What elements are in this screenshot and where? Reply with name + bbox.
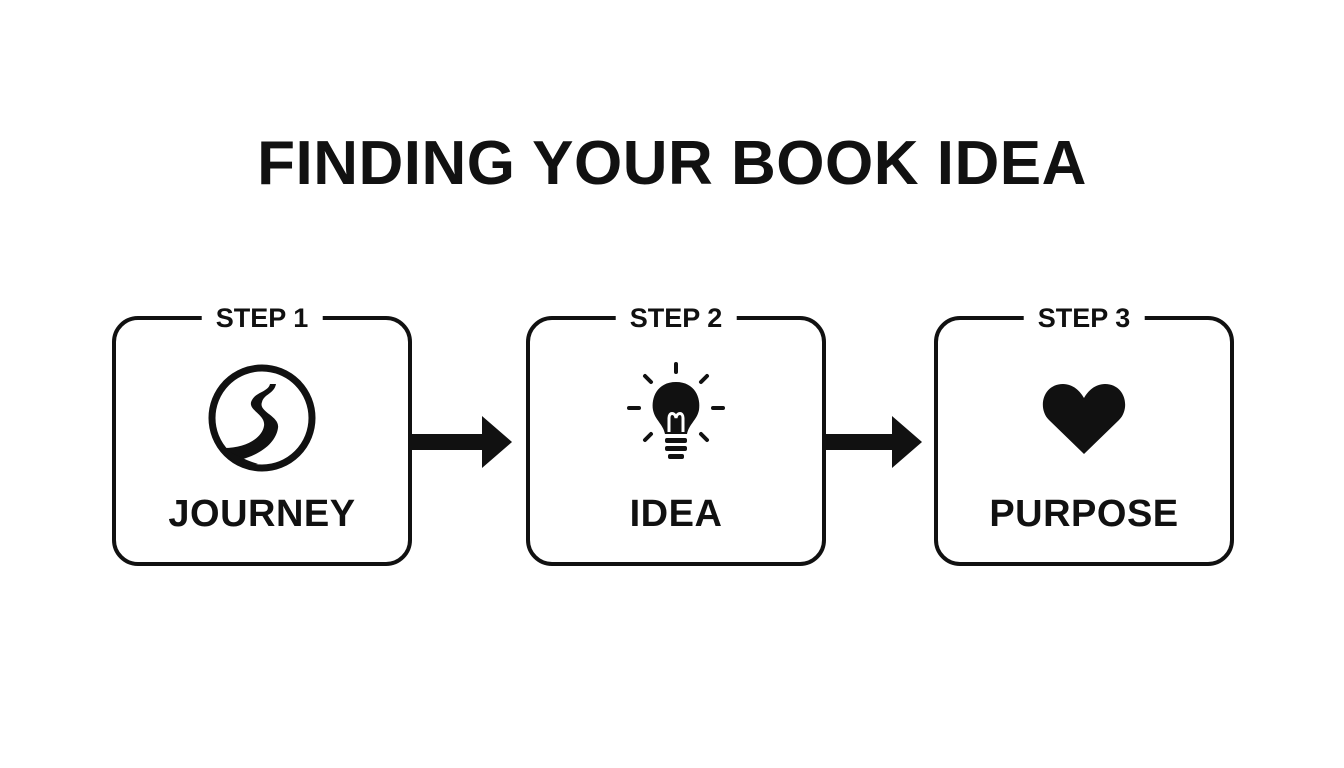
heart-icon — [1024, 358, 1144, 478]
step-3-label: PURPOSE — [989, 493, 1179, 535]
step-2-label: IDEA — [629, 493, 723, 535]
step-1-label: JOURNEY — [168, 493, 356, 535]
diagram-title: FINDING YOUR BOOK IDEA — [257, 129, 1087, 198]
step-1-tag: STEP 1 — [201, 301, 323, 335]
step-3-tag: STEP 3 — [1023, 301, 1145, 335]
lightbulb-icon — [616, 358, 736, 478]
step-1-box: STEP 1 JOURNEY — [112, 301, 412, 566]
arrow-right-icon — [822, 416, 922, 468]
winding-road-icon — [202, 358, 322, 478]
arrow-right-icon — [412, 416, 512, 468]
step-2-tag: STEP 2 — [615, 301, 737, 335]
step-3-box: STEP 3 PURPOSE — [934, 301, 1234, 566]
step-2-box: STEP 2 IDEA — [526, 301, 826, 566]
